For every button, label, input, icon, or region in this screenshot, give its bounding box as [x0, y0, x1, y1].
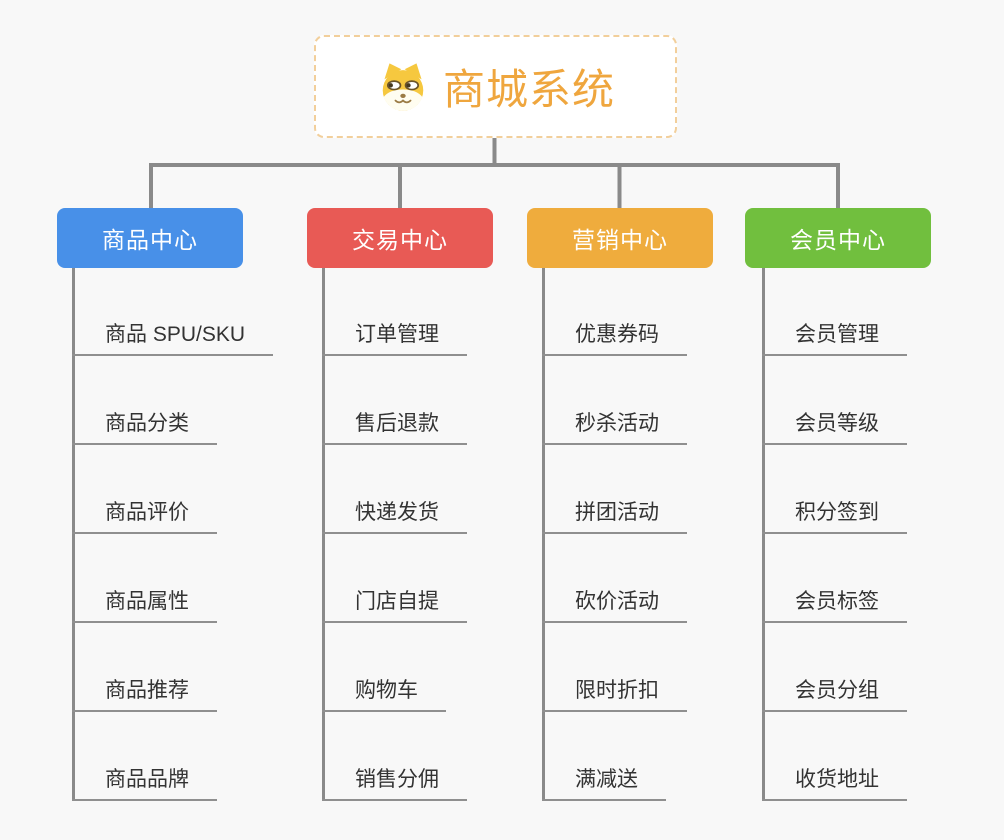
branch-stem-line — [322, 268, 325, 801]
leaf-node[interactable]: 积分签到 — [762, 494, 907, 534]
leaf-node[interactable]: 商品品牌 — [72, 761, 217, 801]
leaf-node[interactable]: 销售分佣 — [322, 761, 467, 801]
leaf-node[interactable]: 快递发货 — [322, 494, 467, 534]
leaf-node[interactable]: 收货地址 — [762, 761, 907, 801]
root-node[interactable]: 商城系统 — [314, 35, 677, 138]
leaf-node[interactable]: 售后退款 — [322, 405, 467, 445]
leaf-node[interactable]: 满减送 — [542, 761, 666, 801]
branch-stem-line — [542, 268, 545, 801]
branch-node-trade[interactable]: 交易中心 — [307, 208, 493, 268]
root-title: 商城系统 — [442, 66, 615, 113]
leaf-node[interactable]: 砍价活动 — [542, 583, 687, 623]
dog-face-icon — [382, 62, 424, 111]
branch-node-marketing[interactable]: 营销中心 — [527, 208, 713, 268]
branch-stem-line — [762, 268, 765, 801]
leaf-node[interactable]: 秒杀活动 — [542, 405, 687, 445]
leaf-node[interactable]: 会员标签 — [762, 583, 907, 623]
leaf-node[interactable]: 商品评价 — [72, 494, 217, 534]
branch-node-product[interactable]: 商品中心 — [57, 208, 243, 268]
leaf-node[interactable]: 商品 SPU/SKU — [72, 316, 274, 356]
branch-node-member[interactable]: 会员中心 — [745, 208, 931, 268]
leaf-node[interactable]: 优惠券码 — [542, 316, 687, 356]
leaf-node[interactable]: 会员分组 — [762, 672, 907, 712]
leaf-node[interactable]: 会员管理 — [762, 316, 907, 356]
leaf-node[interactable]: 订单管理 — [322, 316, 467, 356]
branch-stem-line — [72, 268, 75, 801]
leaf-node[interactable]: 商品属性 — [72, 583, 217, 623]
leaf-node[interactable]: 购物车 — [322, 672, 446, 712]
leaf-node[interactable]: 门店自提 — [322, 583, 467, 623]
leaf-node[interactable]: 会员等级 — [762, 405, 907, 445]
leaf-node[interactable]: 限时折扣 — [542, 672, 687, 712]
leaf-node[interactable]: 商品分类 — [72, 405, 217, 445]
leaf-node[interactable]: 商品推荐 — [72, 672, 217, 712]
leaf-node[interactable]: 拼团活动 — [542, 494, 687, 534]
